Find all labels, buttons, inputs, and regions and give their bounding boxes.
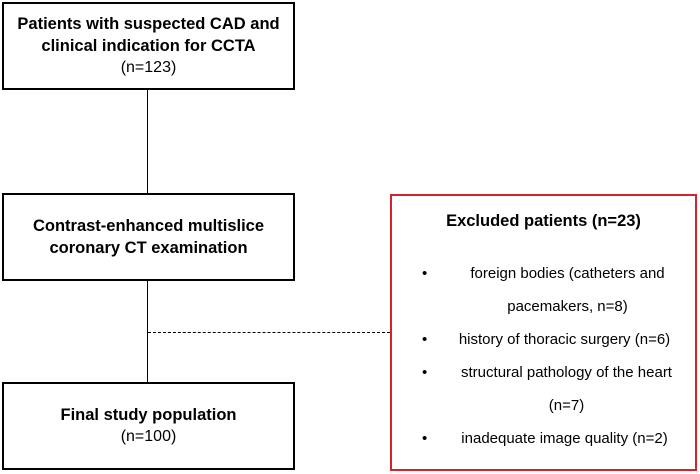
- exclusion-item-text: history of thoracic surgery (n=6): [458, 331, 671, 348]
- connector-line: [147, 90, 148, 193]
- exclusion-dashed-connector: [148, 332, 390, 333]
- step-count: (n=123): [120, 59, 177, 76]
- exclusion-item: • history of thoracic surgery (n=6): [392, 323, 695, 356]
- bullet-icon: •: [422, 331, 428, 348]
- exclusion-box: Excluded patients (n=23) • foreign bodie…: [390, 194, 697, 471]
- step-box-ct-examination: Contrast-enhanced multislice coronary CT…: [2, 193, 295, 281]
- exclusion-title: Excluded patients (n=23): [446, 212, 641, 230]
- exclusion-item: • structural pathology of the heart (n=7…: [392, 356, 695, 422]
- step-count: (n=100): [120, 428, 177, 445]
- step-title: Patients with suspected CAD and clinical…: [17, 15, 280, 55]
- exclusion-item: • inadequate image quality (n=2): [392, 422, 695, 455]
- exclusion-item-text: foreign bodies (catheters and pacemakers…: [470, 265, 665, 315]
- exclusion-item: • foreign bodies (catheters and pacemake…: [392, 257, 695, 323]
- exclusion-item-text: inadequate image quality (n=2): [461, 430, 668, 447]
- step-box-final-population: Final study population (n=100): [2, 382, 295, 470]
- bullet-icon: •: [422, 265, 428, 282]
- step-box-patients-suspected-cad: Patients with suspected CAD and clinical…: [2, 2, 295, 90]
- exclusion-item-text: structural pathology of the heart (n=7): [461, 364, 672, 414]
- step-title: Contrast-enhanced multislice coronary CT…: [32, 217, 265, 257]
- connector-line: [147, 281, 148, 382]
- exclusion-list: • foreign bodies (catheters and pacemake…: [392, 257, 695, 455]
- step-title: Final study population: [60, 406, 237, 424]
- bullet-icon: •: [422, 364, 428, 381]
- bullet-icon: •: [422, 430, 428, 447]
